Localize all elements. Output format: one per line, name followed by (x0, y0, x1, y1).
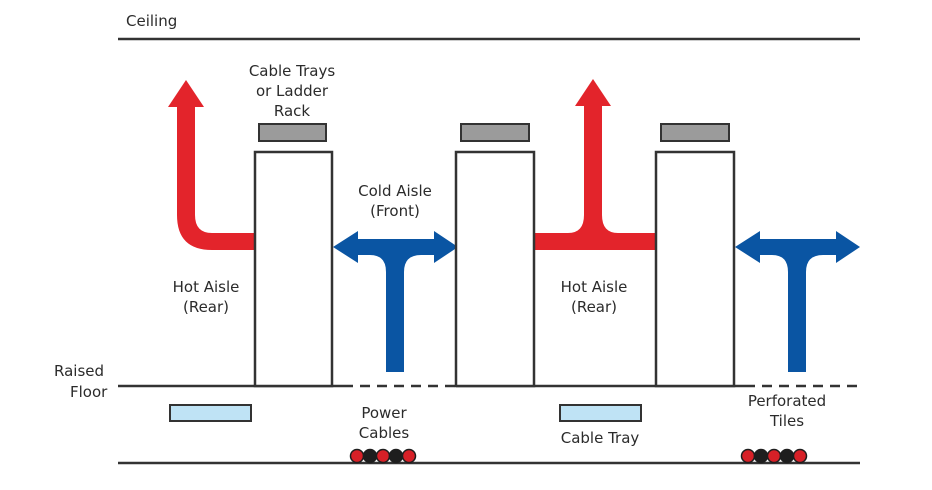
overhead-cable-tray-1 (258, 123, 327, 142)
underfloor-cable-tray-2 (559, 404, 642, 422)
cable-trays-label-line3: Rack (274, 102, 311, 120)
hot-air-arrow-left (168, 80, 255, 250)
perforated-tiles-label-line1: Perforated (748, 392, 826, 410)
cold-air-arrow-center (333, 231, 458, 372)
cable-tray-label: Cable Tray (561, 429, 640, 447)
server-rack-2 (454, 150, 536, 388)
power-cables-label-line2: Cables (359, 424, 410, 442)
cold-air-arrow-right (735, 231, 860, 372)
hot-air-arrow-right (534, 79, 656, 250)
power-cables-bundle-left (349, 448, 417, 464)
cable-trays-label-line2: or Ladder (256, 82, 329, 100)
power-cables-label-line1: Power (361, 404, 407, 422)
raised-floor-label-line2: Floor (70, 383, 108, 401)
overhead-cable-tray-3 (660, 123, 730, 142)
hot-aisle-right-label-line1: Hot Aisle (561, 278, 628, 296)
cold-aisle-label-line2: (Front) (370, 202, 420, 220)
raised-floor-label-line1: Raised (54, 362, 104, 380)
hot-aisle-left-label-line2: (Rear) (183, 298, 229, 316)
server-rack-1 (253, 150, 334, 388)
power-cables-bundle-right (740, 448, 808, 464)
cable-trays-label-line1: Cable Trays (249, 62, 336, 80)
server-rack-3 (654, 150, 736, 388)
overhead-cable-tray-2 (460, 123, 530, 142)
ceiling-label: Ceiling (126, 12, 177, 30)
hot-aisle-left-label-line1: Hot Aisle (173, 278, 240, 296)
perforated-tiles-label-line2: Tiles (769, 412, 804, 430)
underfloor-cable-tray-1 (169, 404, 252, 422)
hot-aisle-right-label-line2: (Rear) (571, 298, 617, 316)
cold-aisle-label-line1: Cold Aisle (358, 182, 432, 200)
